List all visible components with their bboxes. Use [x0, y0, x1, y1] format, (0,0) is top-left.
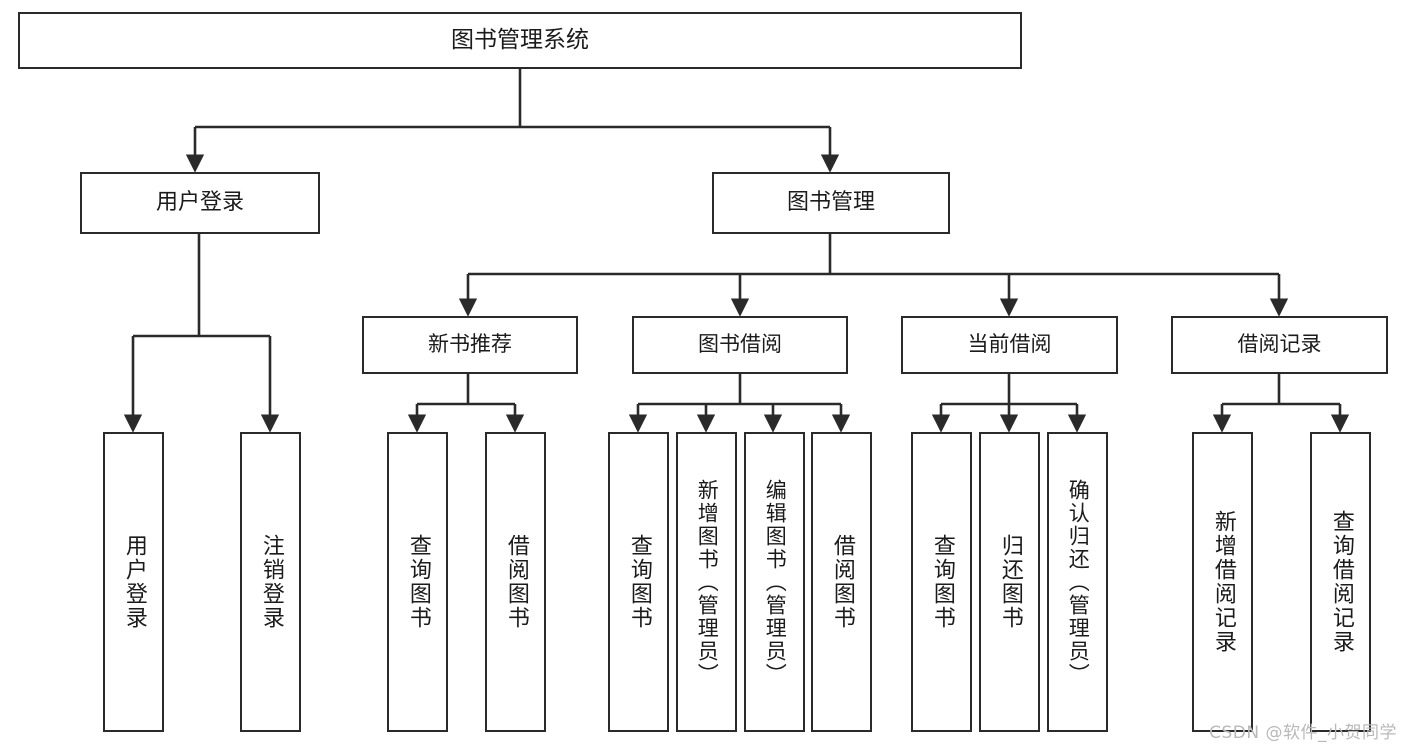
node-leaf-query-book-1[interactable]: 查询图书	[387, 432, 448, 732]
leaf-label: 确认归还（管理员）	[1066, 478, 1091, 686]
node-leaf-add-book[interactable]: 新增图书（管理员）	[676, 432, 737, 732]
node-leaf-query-book-3[interactable]: 查询图书	[911, 432, 972, 732]
node-new-book-recommend[interactable]: 新书推荐	[362, 316, 578, 374]
node-book-manage[interactable]: 图书管理	[712, 172, 950, 234]
leaf-label: 查询借阅记录	[1328, 510, 1354, 654]
node-borrow-record[interactable]: 借阅记录	[1171, 316, 1388, 374]
leaf-label: 用户登录	[121, 534, 147, 630]
node-leaf-user-login[interactable]: 用户登录	[103, 432, 164, 732]
node-leaf-edit-book[interactable]: 编辑图书（管理员）	[744, 432, 805, 732]
node-leaf-borrow-book-2[interactable]: 借阅图书	[811, 432, 872, 732]
node-leaf-add-record[interactable]: 新增借阅记录	[1192, 432, 1253, 732]
leaf-label: 查询图书	[929, 534, 955, 630]
csdn-watermark: CSDN @软件_小贺同学	[1209, 723, 1397, 743]
node-leaf-user-logout[interactable]: 注销登录	[240, 432, 301, 732]
node-leaf-borrow-book-1[interactable]: 借阅图书	[485, 432, 546, 732]
leaf-label: 新增图书（管理员）	[695, 478, 720, 686]
leaf-label: 编辑图书（管理员）	[763, 478, 788, 686]
node-user-login[interactable]: 用户登录	[80, 172, 320, 234]
node-book-borrow[interactable]: 图书借阅	[632, 316, 848, 374]
leaf-label: 新增借阅记录	[1210, 510, 1236, 654]
leaf-label: 归还图书	[997, 534, 1023, 630]
node-leaf-confirm-return[interactable]: 确认归还（管理员）	[1047, 432, 1108, 732]
node-leaf-return-book[interactable]: 归还图书	[979, 432, 1040, 732]
leaf-label: 借阅图书	[503, 534, 529, 630]
node-current-borrow[interactable]: 当前借阅	[901, 316, 1118, 374]
node-root[interactable]: 图书管理系统	[18, 12, 1022, 69]
leaf-label: 查询图书	[405, 534, 431, 630]
leaf-label: 注销登录	[258, 534, 284, 630]
node-leaf-query-book-2[interactable]: 查询图书	[608, 432, 669, 732]
leaf-label: 借阅图书	[829, 534, 855, 630]
node-leaf-query-record[interactable]: 查询借阅记录	[1310, 432, 1371, 732]
leaf-label: 查询图书	[626, 534, 652, 630]
